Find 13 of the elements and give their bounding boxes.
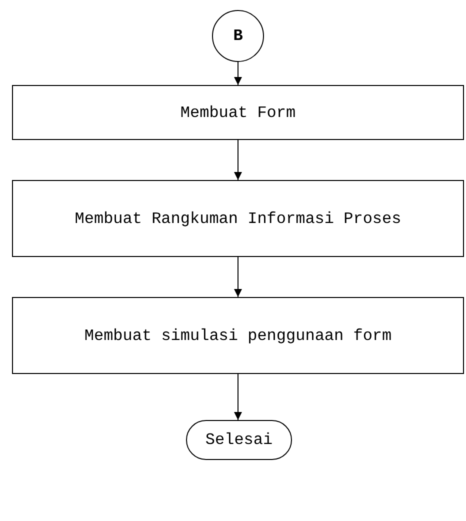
node-label: Selesai <box>205 430 273 451</box>
terminator-pill <box>186 420 292 460</box>
process-box <box>12 180 464 257</box>
node-label: Membuat Form <box>180 102 296 124</box>
arrow <box>234 140 242 180</box>
process-box <box>12 85 464 140</box>
arrow <box>234 256 242 298</box>
arrow <box>234 62 242 86</box>
node-label: Membuat Rangkuman Informasi Proses <box>74 208 402 230</box>
process-box <box>12 297 464 374</box>
arrow <box>234 374 242 420</box>
node-label: Membuat simulasi penggunaan form <box>84 326 392 346</box>
node-label: B <box>233 26 243 47</box>
